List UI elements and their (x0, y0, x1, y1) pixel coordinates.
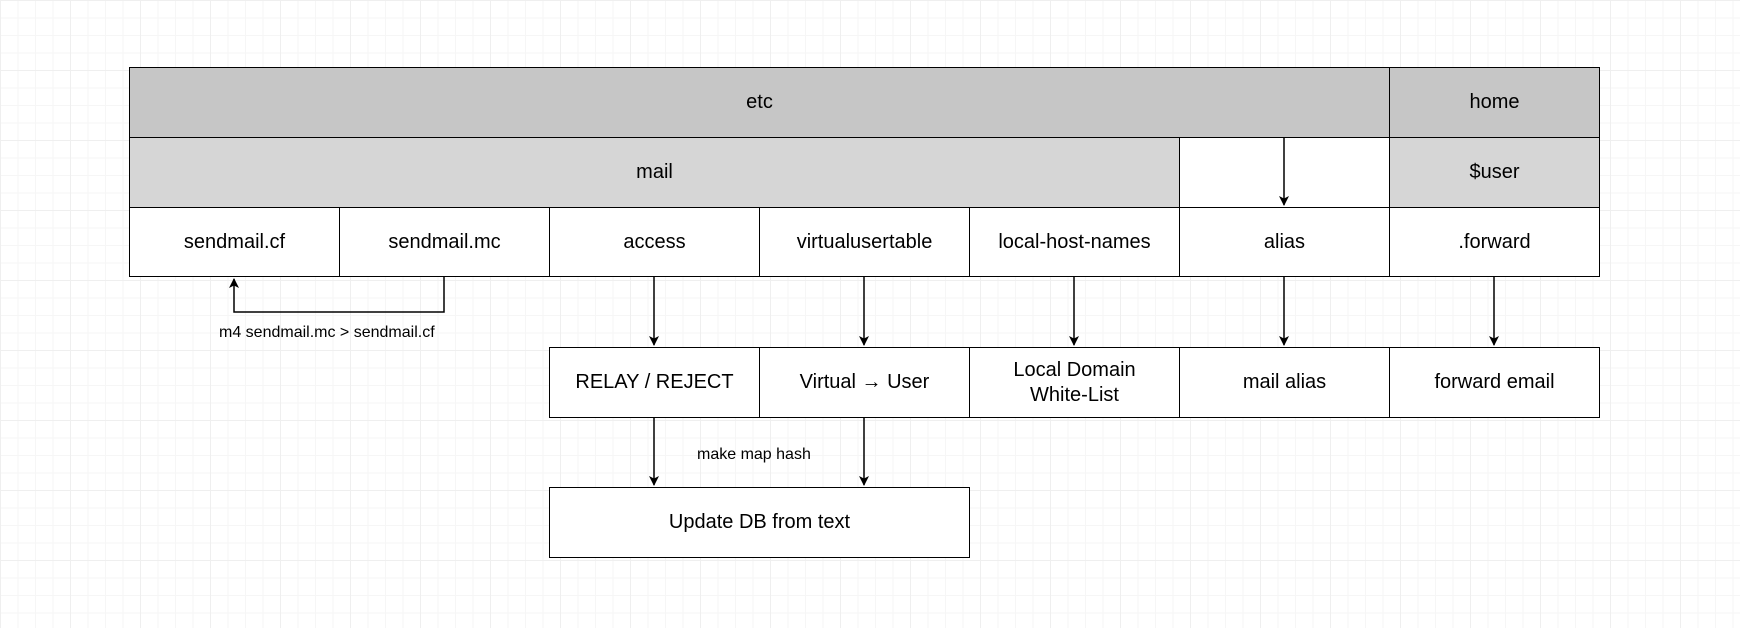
m4-arrow (229, 277, 445, 313)
relay-reject-box: RELAY / REJECT (549, 347, 760, 418)
etc-directory: etc (129, 67, 1390, 138)
local-domain-whitelist-label: Local Domain White-List (1013, 358, 1136, 406)
home-directory: home (1389, 67, 1600, 138)
forward-email-label: forward email (1434, 371, 1555, 393)
update-db-box: Update DB from text (549, 487, 970, 558)
access-label: access (623, 230, 686, 253)
forward-email-box: forward email (1389, 347, 1600, 418)
mail-alias-label: mail alias (1242, 371, 1327, 393)
m4-edge-label: m4 sendmail.mc > sendmail.cf (219, 324, 435, 341)
sendmail-mc-label: sendmail.mc (388, 230, 501, 253)
etc-label: etc (746, 91, 773, 113)
sendmail-cf-file: sendmail.cf (129, 207, 340, 277)
home-label: home (1469, 91, 1520, 113)
mail-alias-box: mail alias (1179, 347, 1390, 418)
forward-file: .forward (1389, 207, 1600, 277)
user-directory: $user (1389, 137, 1600, 208)
mail-label: mail (636, 161, 673, 183)
alias-file: alias (1179, 207, 1390, 277)
update-db-label: Update DB from text (668, 511, 851, 533)
local-host-names-label: local-host-names (998, 230, 1151, 253)
virtualusertable-label: virtualusertable (796, 230, 933, 253)
mail-directory: mail (129, 137, 1180, 208)
etc-alias-cell (1179, 137, 1390, 208)
sendmail-cf-label: sendmail.cf (183, 230, 286, 253)
make-map-edge-label: make map hash (697, 446, 811, 463)
alias-label: alias (1263, 230, 1306, 253)
user-label: $user (1469, 161, 1520, 183)
virtual-user-label: Virtual → User (799, 371, 930, 393)
relay-reject-label: RELAY / REJECT (575, 371, 734, 393)
virtual-user-box: Virtual → User (759, 347, 970, 418)
forward-label: .forward (1458, 230, 1531, 253)
local-host-names-file: local-host-names (969, 207, 1180, 277)
local-domain-whitelist-box: Local Domain White-List (969, 347, 1180, 418)
access-file: access (549, 207, 760, 277)
sendmail-mc-file: sendmail.mc (339, 207, 550, 277)
virtualusertable-file: virtualusertable (759, 207, 970, 277)
